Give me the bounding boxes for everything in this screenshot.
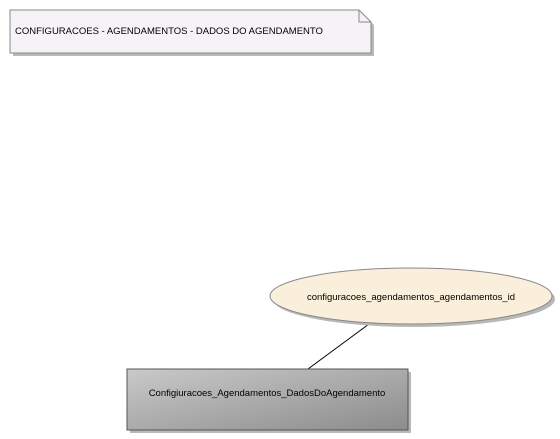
- connector-line: [307, 323, 370, 370]
- entity[interactable]: Configiuracoes_Agendamentos_DadosDoAgend…: [126, 368, 411, 433]
- entity-shape: [126, 368, 409, 431]
- attribute[interactable]: configuracoes_agendamentos_agendamentos_…: [269, 267, 555, 327]
- note-text: CONFIGURACOES - AGENDAMENTOS - DADOS DO …: [15, 26, 323, 37]
- note-shape: [9, 9, 372, 54]
- attribute-shape: [269, 267, 553, 325]
- note-fold: [358, 10, 371, 23]
- entity-text: Configiuracoes_Agendamentos_DadosDoAgend…: [149, 388, 386, 399]
- note[interactable]: CONFIGURACOES - AGENDAMENTOS - DADOS DO …: [9, 9, 374, 56]
- attribute-text: configuracoes_agendamentos_agendamentos_…: [307, 292, 515, 303]
